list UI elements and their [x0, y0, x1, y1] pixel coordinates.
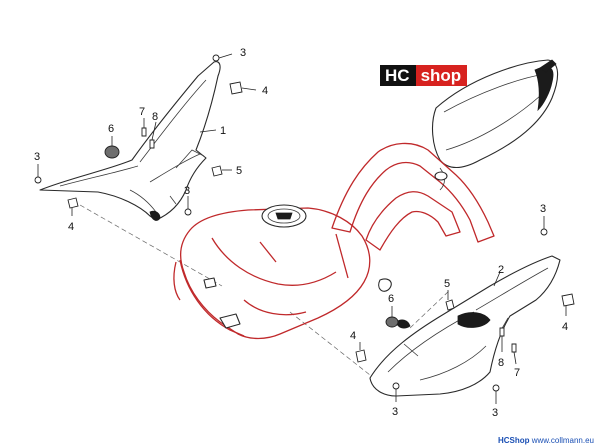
callout-5: 5: [444, 278, 450, 290]
leader-lines: [37, 53, 567, 404]
callout-3: 3: [392, 406, 398, 418]
callout-3: 3: [34, 151, 40, 163]
fuel-tank-part: [173, 204, 371, 340]
callout-3: 3: [540, 203, 546, 215]
callout-4: 4: [350, 330, 356, 342]
callout-1: 1: [220, 125, 226, 137]
callout-7: 7: [514, 367, 520, 379]
callout-labels: 3 4 7 8 6 1 3 5 3 4 3 2 5 6 4 4 8 7 3 3: [34, 47, 568, 419]
logo-shop-text: shop: [415, 65, 468, 86]
callout-8: 8: [152, 111, 158, 123]
hcshop-logo: HC shop: [380, 65, 468, 86]
right-side-fairing-part: [369, 255, 561, 397]
left-side-fairing-part: [39, 61, 221, 221]
callout-4: 4: [262, 85, 268, 97]
callout-8: 8: [498, 357, 504, 369]
fasteners: [34, 54, 575, 392]
footer-credit: HCShop www.collmann.eu: [498, 436, 594, 445]
footer-url-link[interactable]: www.collmann.eu: [531, 436, 594, 445]
callout-6: 6: [108, 123, 114, 135]
callout-4: 4: [68, 221, 74, 233]
callout-4: 4: [562, 321, 568, 333]
footer-brand: HCShop: [497, 436, 530, 445]
logo-hc-text: HC: [380, 65, 416, 86]
callout-3: 3: [240, 47, 246, 59]
callout-7: 7: [139, 106, 145, 118]
callout-2: 2: [498, 264, 504, 276]
callout-5: 5: [236, 165, 242, 177]
callout-3: 3: [184, 185, 190, 197]
callout-6: 6: [388, 293, 394, 305]
frame-outline: [331, 142, 495, 292]
callout-3: 3: [492, 407, 498, 419]
assembly-guide-lines: [79, 204, 451, 376]
